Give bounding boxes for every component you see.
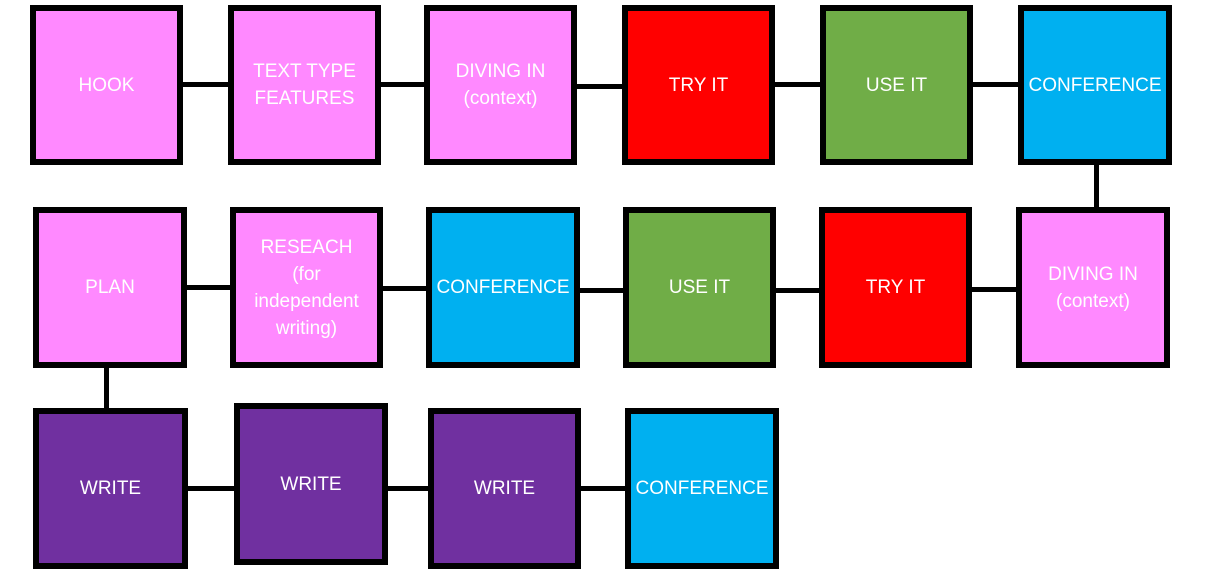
connector-conference-divingin: [1094, 164, 1099, 210]
step-label: TRY IT: [668, 74, 729, 96]
step-use-it: USE IT: [820, 5, 973, 165]
step-label: CONFERENCE: [436, 277, 570, 298]
step-label: TRY IT: [865, 277, 926, 298]
step-research: RESEACH (for independent writing): [230, 207, 383, 368]
step-label: USE IT: [668, 277, 731, 298]
connector-write1-write2: [183, 486, 238, 491]
step-plan: PLAN: [33, 207, 187, 368]
step-label: DIVING IN (context): [455, 61, 546, 109]
step-text-type-features: TEXT TYPE FEATURES: [228, 5, 381, 165]
connector-research-conference: [379, 286, 430, 291]
step-label: RESEACH (for independent writing): [254, 236, 359, 339]
step-label: TEXT TYPE FEATURES: [253, 61, 356, 109]
connector-tryit-useit: [771, 82, 825, 87]
connector-features-diving: [376, 82, 430, 87]
step-label: PLAN: [85, 277, 135, 298]
step-conference: CONFERENCE: [625, 408, 779, 569]
step-label: HOOK: [78, 74, 135, 96]
step-label: DIVING IN (context): [1048, 263, 1138, 312]
step-write: WRITE: [428, 408, 581, 569]
connector-write2-write3: [383, 486, 433, 491]
connector-plan-research: [182, 285, 234, 290]
step-write: WRITE: [234, 403, 388, 565]
step-diving-in: DIVING IN (context): [424, 5, 577, 165]
connector-useit-conference: [968, 82, 1023, 87]
step-try-it: TRY IT: [622, 5, 775, 165]
step-diving-in: DIVING IN (context): [1016, 207, 1170, 368]
connector-hook-features: [178, 82, 234, 87]
step-try-it: TRY IT: [819, 207, 972, 368]
connector-conference-useit: [575, 288, 629, 293]
step-write: WRITE: [33, 408, 188, 569]
connector-diving-tryit: [573, 84, 627, 89]
connector-useit-tryit: [771, 288, 824, 293]
connector-write3-conference: [577, 486, 629, 491]
step-conference: CONFERENCE: [1018, 5, 1172, 165]
step-label: USE IT: [865, 74, 928, 96]
connector-plan-write: [104, 366, 109, 412]
step-label: WRITE: [280, 473, 342, 495]
step-label: CONFERENCE: [635, 478, 769, 499]
connector-tryit-divingin: [967, 287, 1021, 292]
step-label: WRITE: [473, 478, 536, 499]
step-use-it: USE IT: [623, 207, 776, 368]
step-conference: CONFERENCE: [426, 207, 580, 368]
step-hook: HOOK: [30, 5, 183, 165]
step-label: CONFERENCE: [1028, 74, 1162, 96]
step-label: WRITE: [79, 478, 142, 499]
